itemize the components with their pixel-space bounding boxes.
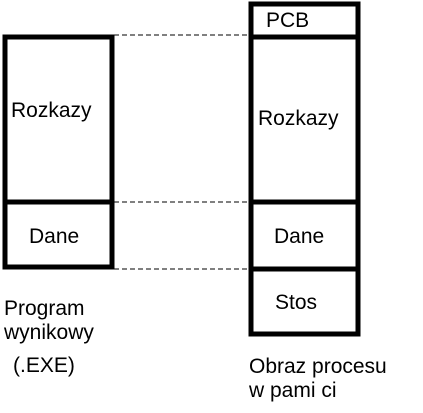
process-pcb-label: PCB [266, 9, 309, 32]
process-image-block: PCB Rozkazy Dane Stos [248, 1, 361, 337]
program-file-block: Rozkazy Dane [2, 34, 115, 270]
program-code-label: Rozkazy [11, 99, 92, 122]
connector-lines [114, 34, 250, 270]
process-data-section [248, 199, 361, 272]
program-code-section [2, 34, 115, 205]
process-caption-line2: w pami ci [249, 379, 337, 402]
program-caption-line2: wynikowy [4, 321, 94, 344]
process-stack-section [248, 266, 361, 337]
process-stack-label: Stos [275, 291, 317, 314]
process-code-section [248, 34, 361, 205]
program-data-section [2, 199, 115, 270]
process-caption: Obraz procesu w pami ci [249, 355, 387, 403]
process-caption-line1: Obraz procesu [249, 355, 387, 378]
process-code-label: Rozkazy [258, 107, 339, 130]
process-data-label: Dane [274, 225, 324, 248]
program-data-label: Dane [29, 225, 79, 248]
program-caption-line1: Program [4, 297, 85, 320]
program-caption: Program wynikowy (.EXE) [4, 297, 94, 378]
program-caption-line3: (.EXE) [13, 354, 75, 377]
